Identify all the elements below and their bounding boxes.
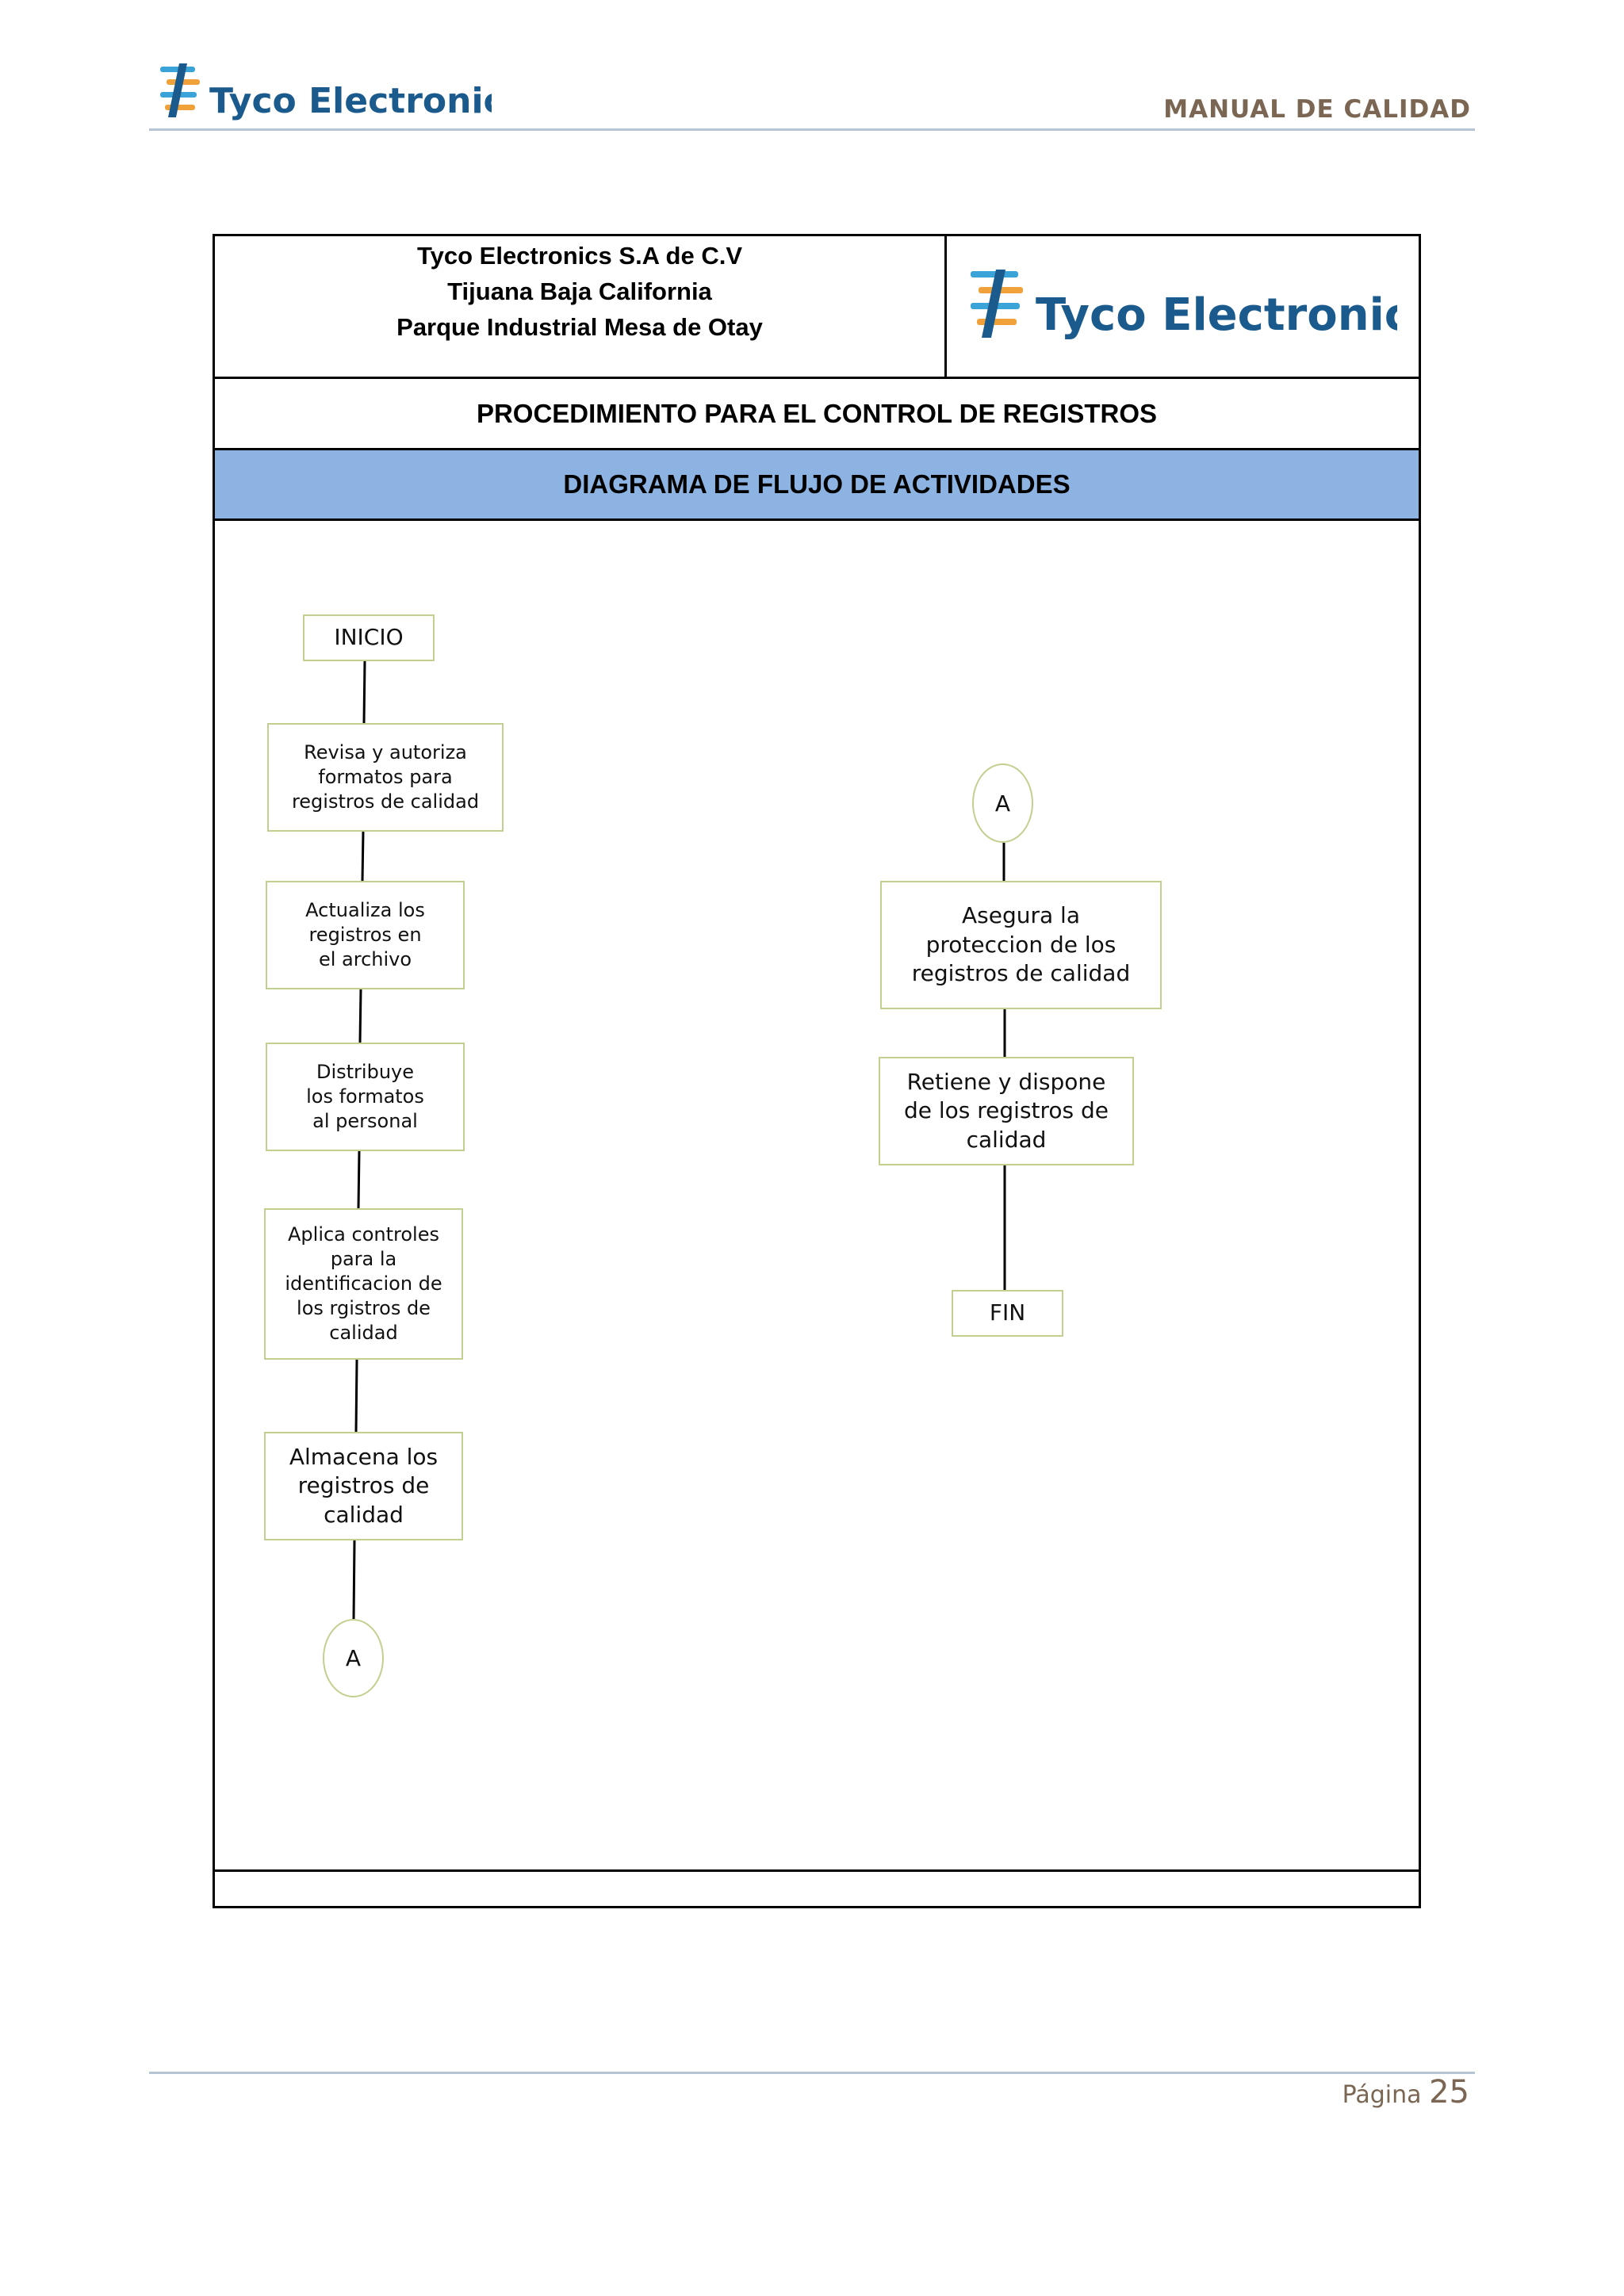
connector-line bbox=[354, 1359, 358, 1433]
connector-line bbox=[362, 660, 366, 724]
company-park: Parque Industrial Mesa de Otay bbox=[396, 313, 763, 341]
header-rule bbox=[149, 128, 1475, 131]
page-label: Página bbox=[1342, 2081, 1422, 2109]
company-city: Tijuana Baja California bbox=[447, 277, 712, 305]
row1-bottom-rule bbox=[215, 377, 1419, 379]
flow-step: Asegura la proteccion de los registros d… bbox=[880, 881, 1162, 1009]
company-info: Tyco Electronics S.A de C.V Tijuana Baja… bbox=[215, 236, 944, 377]
flow-step: Distribuye los formatos al personal bbox=[266, 1043, 465, 1151]
row2-bottom-rule bbox=[215, 448, 1419, 450]
tyco-logo-icon: Tyco Electronics bbox=[160, 63, 525, 121]
connector-line bbox=[357, 1150, 361, 1209]
procedure-title: PROCEDIMIENTO PARA EL CONTROL DE REGISTR… bbox=[476, 398, 1158, 428]
tyco-form-logo-icon: Tyco Electronics bbox=[971, 270, 1437, 341]
page-number: Página 25 bbox=[1342, 2074, 1469, 2110]
row3-bottom-rule bbox=[215, 519, 1419, 521]
flow-connector-a: A bbox=[323, 1619, 384, 1697]
form-frame bbox=[213, 234, 1421, 1908]
flow-end: FIN bbox=[952, 1290, 1063, 1337]
connector-line bbox=[358, 989, 362, 1043]
header-logo: Tyco Electronics bbox=[159, 63, 525, 124]
company-name: Tyco Electronics S.A de C.V bbox=[416, 242, 742, 270]
form-bottom-rule bbox=[215, 1869, 1419, 1872]
flow-connector-a: A bbox=[972, 763, 1033, 843]
flow-step: Aplica controles para la identificacion … bbox=[264, 1208, 463, 1360]
header-logo-text: Tyco Electronics bbox=[209, 81, 492, 121]
diagram-title: DIAGRAMA DE FLUJO DE ACTIVIDADES bbox=[215, 450, 1419, 519]
manual-title: MANUAL DE CALIDAD bbox=[1163, 95, 1471, 124]
row1-divider bbox=[944, 236, 947, 377]
flow-step: Retiene y dispone de los registros de ca… bbox=[879, 1057, 1134, 1165]
connector-line bbox=[361, 831, 365, 882]
flow-start: INICIO bbox=[303, 614, 435, 661]
flow-step: Revisa y autoriza formatos para registro… bbox=[267, 723, 504, 832]
form-logo: Tyco Electronics bbox=[969, 270, 1437, 349]
page-number-value: 25 bbox=[1429, 2074, 1469, 2110]
footer-rule bbox=[149, 2072, 1475, 2074]
flow-step: Actualiza los registros en el archivo bbox=[266, 881, 465, 989]
flow-step: Almacena los registros de calidad bbox=[264, 1432, 463, 1540]
form-logo-text: Tyco Electronics bbox=[1036, 289, 1397, 341]
